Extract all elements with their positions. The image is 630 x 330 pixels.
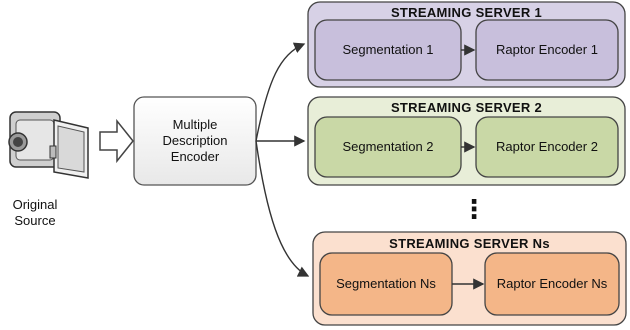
server-ns-raptor-label: Raptor Encoder Ns bbox=[496, 276, 608, 291]
camcorder-icon bbox=[8, 111, 89, 179]
server-1-raptor-label: Raptor Encoder 1 bbox=[496, 42, 598, 57]
server-1-segmentation-label: Segmentation 1 bbox=[342, 42, 434, 57]
server-ns-raptor-box bbox=[484, 252, 620, 316]
source-to-encoder-arrow bbox=[99, 118, 134, 164]
source-label-line2: Source bbox=[14, 213, 56, 228]
encoder-label-line3: Encoder bbox=[170, 149, 220, 164]
source-label: Original Source bbox=[0, 197, 70, 229]
server-2-segmentation-label: Segmentation 2 bbox=[342, 139, 434, 154]
server-ns-title: STREAMING SERVER Ns bbox=[389, 236, 550, 251]
encoder-label-line2: Description bbox=[162, 133, 228, 148]
server-1-title: STREAMING SERVER 1 bbox=[390, 5, 543, 20]
server-1-raptor-box bbox=[475, 19, 619, 81]
server-2-raptor-label: Raptor Encoder 2 bbox=[496, 139, 598, 154]
server-2-title: STREAMING SERVER 2 bbox=[390, 100, 543, 115]
encoder-label: Multiple Description Encoder bbox=[134, 117, 256, 165]
more-servers-ellipsis: ⋮ bbox=[461, 194, 487, 224]
server-ns-segmentation-label: Segmentation Ns bbox=[336, 276, 436, 291]
server-2-raptor-box bbox=[475, 116, 619, 178]
source-label-line1: Original bbox=[12, 197, 58, 212]
connector-to-server-ns bbox=[255, 140, 310, 277]
connector-to-server-1 bbox=[255, 42, 306, 142]
encoder-label-line1: Multiple bbox=[172, 117, 218, 132]
